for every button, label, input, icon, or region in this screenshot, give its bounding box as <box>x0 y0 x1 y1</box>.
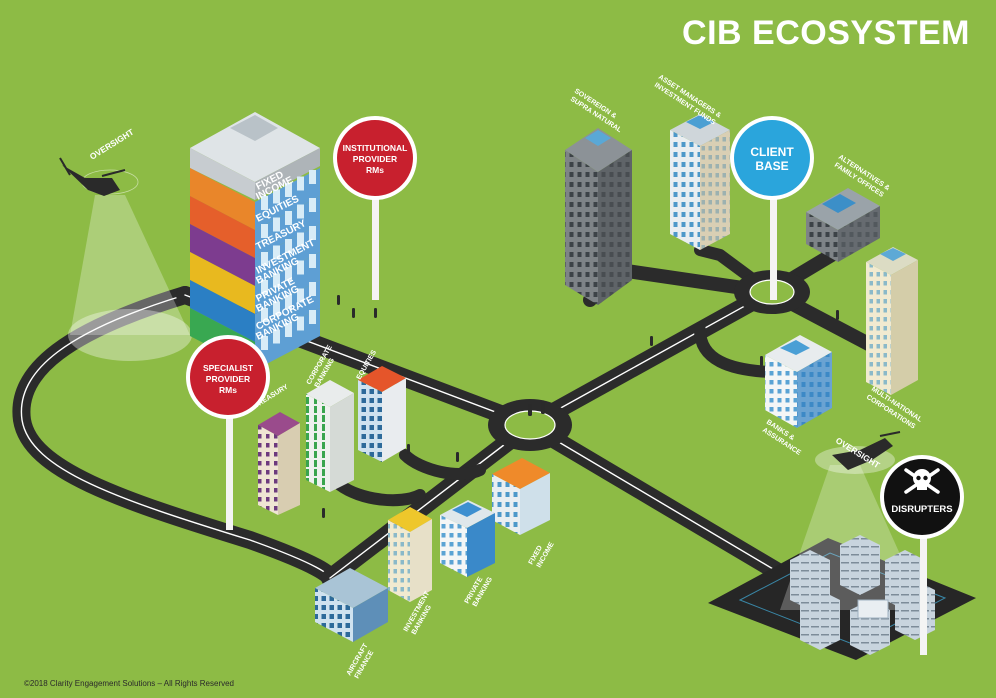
tower-window <box>297 176 304 191</box>
tower-floor <box>190 196 255 258</box>
tower-window <box>285 323 292 337</box>
institutional-sign-line1: INSTITUTIONAL <box>343 143 408 153</box>
tower-window <box>309 282 316 296</box>
tower-window <box>285 239 292 253</box>
institutional-sign-line2: PROVIDER <box>353 154 397 164</box>
equities-building <box>358 366 406 462</box>
tower-floor <box>190 252 255 314</box>
tower-window <box>297 204 304 219</box>
alternatives-building <box>806 188 880 262</box>
tower-window <box>261 336 268 350</box>
tower-window <box>261 252 268 266</box>
cib-main-tower: FIXEDINCOMEEQUITIESTREASURYINVESTMENTBAN… <box>190 112 320 370</box>
disrupters-sign-label: DISRUPTERS <box>891 504 952 515</box>
copyright-notice: ©2018 Clarity Engagement Solutions – All… <box>24 679 235 688</box>
helicopter-icon <box>59 157 139 196</box>
left-oversight-helicopter <box>59 157 192 361</box>
tower-window <box>309 198 316 212</box>
corporate-banking-building <box>306 380 354 492</box>
investment-banking-building <box>388 507 432 602</box>
tower-window <box>297 288 304 303</box>
skull-crossbones-icon <box>904 468 940 494</box>
sovereign-building <box>565 128 632 305</box>
tower-window <box>285 295 292 309</box>
tower-window <box>273 217 280 232</box>
tower-window <box>273 301 280 316</box>
disrupters-sign: DISRUPTERS <box>880 455 964 655</box>
tower-window <box>285 211 292 225</box>
tower-window <box>309 170 316 184</box>
tower-floor <box>190 280 255 342</box>
people <box>322 295 839 518</box>
tower-window <box>297 316 304 331</box>
tower-window <box>285 267 292 281</box>
banks-assurance-building <box>765 335 832 428</box>
aircraft-finance-building <box>315 568 388 642</box>
tower-window <box>273 273 280 288</box>
tower-window <box>297 260 304 275</box>
tower-window <box>309 226 316 240</box>
client-base-sign: CLIENT BASE <box>730 116 814 300</box>
treasury-building <box>258 412 300 515</box>
client-sign-line1: CLIENT <box>750 145 794 159</box>
tower-window <box>285 183 292 197</box>
private-banking-building <box>440 500 495 577</box>
tower-floor <box>190 224 255 286</box>
helicopter-icon <box>832 431 901 470</box>
specialist-provider-sign: SPECIALIST PROVIDER RMs <box>186 335 270 530</box>
tower-window <box>261 308 268 322</box>
tower-window <box>273 189 280 204</box>
tower-window <box>261 280 268 294</box>
tower-window <box>261 224 268 238</box>
tower-window <box>273 329 280 344</box>
multinational-building <box>866 247 918 395</box>
tower-window <box>309 310 316 324</box>
tower-floor <box>190 168 255 230</box>
asset-managers-building <box>670 114 730 250</box>
page-title: CIB ECOSYSTEM <box>682 14 970 52</box>
tower-window <box>261 196 268 210</box>
fixed-income-building <box>492 458 550 535</box>
tower-window <box>309 254 316 268</box>
institutional-provider-sign: INSTITUTIONAL PROVIDER RMs <box>333 116 417 300</box>
tower-window <box>273 245 280 260</box>
institutional-sign-line3: RMs <box>366 165 384 175</box>
client-sign-line2: BASE <box>755 159 788 173</box>
specialist-sign-line1: SPECIALIST <box>203 363 254 373</box>
left-oversight-label: OVERSIGHT <box>88 126 136 161</box>
specialist-sign-line2: PROVIDER <box>206 374 250 384</box>
tower-window <box>297 232 304 247</box>
asset-managers-label-line1: ASSET MANAGERS & <box>657 74 722 120</box>
central-roundabout <box>488 399 572 451</box>
specialist-sign-line3: RMs <box>219 385 237 395</box>
